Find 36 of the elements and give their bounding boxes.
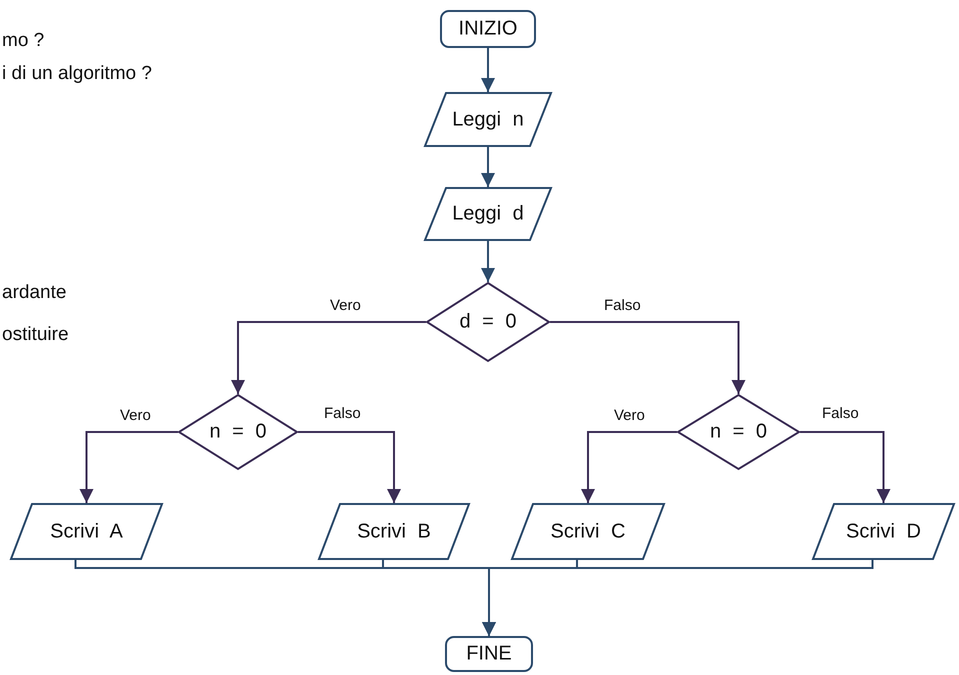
output-parallelogram [511, 503, 665, 560]
node-label: n = 0 [208, 420, 268, 444]
start-terminal [440, 10, 536, 48]
node-label: Scrivi D [845, 520, 922, 543]
end-terminal [445, 636, 533, 672]
arrow [800, 431, 890, 503]
decision-diamond [426, 282, 550, 362]
text-fragment: i di un algoritmo ? [2, 63, 152, 85]
arrow [481, 48, 495, 92]
input-parallelogram [424, 92, 552, 147]
node-label: Scrivi C [550, 520, 626, 543]
arrow [482, 560, 874, 636]
output-parallelogram [812, 503, 955, 560]
node-label: Scrivi A [49, 520, 124, 543]
node-label: Leggi n [451, 108, 525, 131]
node-label: Scrivi B [356, 520, 432, 543]
node-label: Leggi d [451, 202, 525, 226]
text-fragment: ardante [2, 282, 66, 304]
arrow [581, 431, 677, 503]
decision-diamond [178, 394, 298, 470]
arrow [298, 431, 401, 503]
output-parallelogram [10, 503, 163, 560]
text-fragment: ostituire [2, 324, 69, 346]
node-label: d = 0 [458, 310, 518, 334]
arrow [231, 321, 426, 394]
arrow [550, 321, 746, 394]
output-parallelogram [318, 503, 470, 560]
arrow [481, 147, 495, 187]
node-label: FINE [465, 642, 513, 666]
arrow [80, 431, 178, 503]
arrow [481, 241, 495, 282]
node-label: n = 0 [708, 420, 768, 444]
node-label: INIZIO [458, 18, 518, 40]
text-fragment: mo ? [2, 30, 44, 52]
input-parallelogram [424, 187, 552, 241]
decision-diamond [677, 394, 800, 470]
